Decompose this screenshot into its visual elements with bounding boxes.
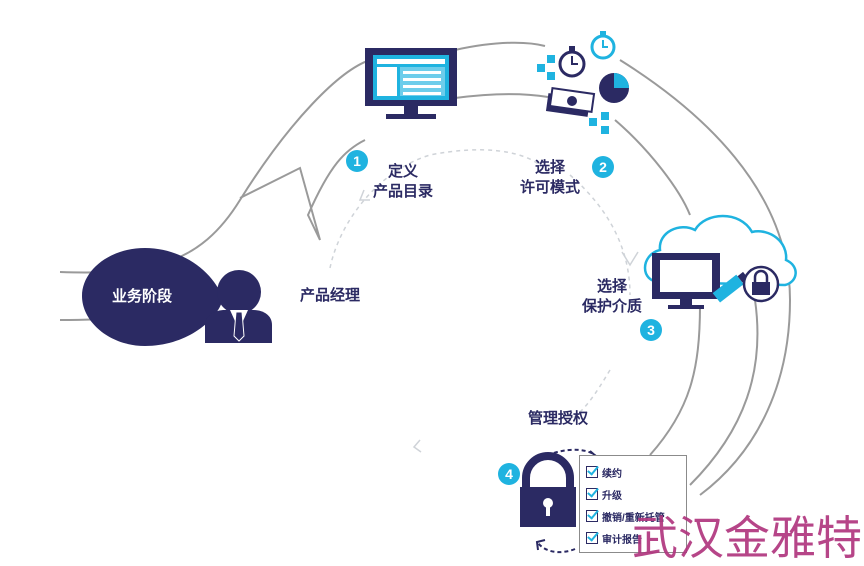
checklist-item-text: 升级 bbox=[602, 490, 622, 502]
flow-line-top-left bbox=[59, 59, 371, 274]
clock-icon bbox=[590, 31, 616, 60]
business-stage-bubble bbox=[82, 248, 232, 346]
flow-line-top-arc bbox=[454, 41, 546, 51]
flow-line-right-outer bbox=[619, 59, 792, 496]
step-1-badge: 1 bbox=[346, 150, 368, 172]
manage-license-label: 管理授权 bbox=[527, 410, 588, 427]
step-2-label: 选择 许可模式 bbox=[512, 158, 588, 198]
step-3-line2: 保护介质 bbox=[581, 298, 642, 315]
dashed-inner-arc bbox=[329, 149, 631, 421]
step-1-label: 定义 产品目录 bbox=[365, 162, 441, 202]
step-3-line1: 选择 bbox=[596, 278, 627, 295]
step-2-line1: 选择 bbox=[534, 159, 565, 176]
dashed-arc-arrowhead-2 bbox=[412, 439, 422, 453]
catalog-monitor-icon bbox=[365, 48, 457, 119]
cloud-protection-icon bbox=[643, 214, 797, 309]
product-manager-icon bbox=[205, 270, 272, 343]
step-2-line2: 许可模式 bbox=[519, 179, 580, 196]
step-1-line1: 定义 bbox=[387, 163, 418, 180]
checklist-item-renew: 续约 bbox=[586, 464, 622, 480]
checkbox-checked-icon bbox=[586, 466, 598, 478]
flow-line-cloud-down bbox=[649, 304, 701, 456]
checkbox-checked-icon bbox=[586, 510, 598, 522]
checklist-item-revoke-rehost: 撤销/重新托管 bbox=[586, 508, 665, 524]
step-2-badge: 2 bbox=[592, 156, 614, 178]
step-3-badge: 3 bbox=[640, 319, 662, 341]
manage-license-lock-icon bbox=[520, 448, 600, 554]
checklist-item-text: 审计报告 bbox=[602, 534, 642, 546]
rotate-arrow-bottom bbox=[537, 542, 576, 554]
license-model-icons bbox=[537, 31, 629, 134]
checklist-item-upgrade: 升级 bbox=[586, 486, 622, 502]
flow-line-mid-arc bbox=[454, 93, 549, 99]
checkbox-checked-icon bbox=[586, 532, 598, 544]
big-arrow-outline bbox=[239, 139, 366, 241]
license-management-checklist: 续约 升级 撤销/重新托管 审计报告 bbox=[579, 455, 687, 553]
flow-line-cloud-right bbox=[689, 299, 759, 486]
checklist-item-text: 撤销/重新托管 bbox=[602, 512, 665, 524]
checkbox-checked-icon bbox=[586, 488, 598, 500]
checklist-item-text: 续约 bbox=[602, 468, 622, 480]
flow-line-right-inner bbox=[614, 119, 691, 216]
step-1-line2: 产品目录 bbox=[372, 183, 433, 200]
step-3-label: 选择 保护介质 bbox=[574, 277, 650, 317]
flowchart-icon bbox=[537, 55, 609, 134]
dashed-arc-arrowhead bbox=[358, 189, 639, 267]
product-manager-label: 产品经理 bbox=[299, 287, 360, 304]
step-4-badge: 4 bbox=[498, 463, 520, 485]
business-stage-label: 业务阶段 bbox=[111, 288, 172, 305]
rotate-arrow-top bbox=[534, 448, 597, 463]
pie-chart-icon bbox=[599, 73, 629, 103]
checklist-item-audit-report: 审计报告 bbox=[586, 530, 642, 546]
watermark-text: 武汉金雅特 bbox=[632, 511, 862, 565]
cash-icon bbox=[545, 87, 596, 117]
stopwatch-icon bbox=[558, 46, 586, 78]
flow-lines bbox=[59, 41, 792, 496]
